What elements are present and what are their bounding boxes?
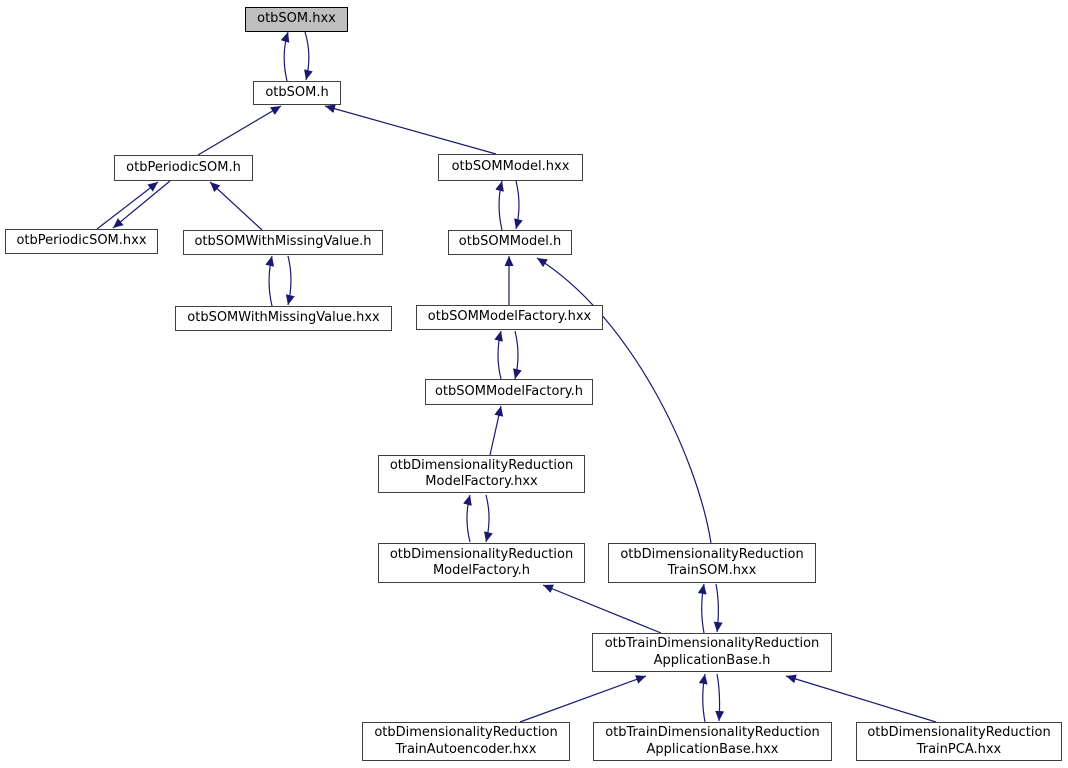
edge-appbaseh-trainsomhxx-down: [713, 583, 723, 633]
edge-appbasehxx-appbaseh-up: [698, 673, 708, 723]
node-otbSOMWithMissingValue-hxx[interactable]: otbSOMWithMissingValue.hxx: [175, 306, 392, 331]
edge-periodicsomhxx-periodicsomh-up: [96, 181, 159, 230]
edge-sommodelhxx-somh: [324, 104, 497, 155]
edge-sommodelh-sommodelhxx-up: [495, 180, 504, 231]
edge-sommodelh-sommodelhxx-down: [514, 180, 523, 230]
edge-trainautoencoderhxx-appbaseh: [519, 675, 647, 723]
edge-drmfh-drmfhxx-down: [484, 494, 493, 543]
edge-somwmvhxx-somwmvh-down: [285, 255, 295, 306]
edge-trainsomhxx-sommodelh: [536, 257, 712, 544]
node-otbSOMWithMissingValue-h[interactable]: otbSOMWithMissingValue.h: [183, 230, 383, 255]
node-otbSOM-hxx[interactable]: otbSOM.hxx: [245, 7, 348, 32]
edge-appbaseh-drmfh: [542, 584, 662, 634]
node-otbPeriodicSOM-hxx[interactable]: otbPeriodicSOM.hxx: [5, 229, 158, 254]
edge-somfactoryh-somfactoryhxx-down: [513, 330, 522, 380]
edge-somwmvhxx-somwmvh-up: [265, 255, 275, 307]
node-otbTrainDimensionalityReductionApplicationBase-hxx[interactable]: otbTrainDimensionalityReduction Applicat…: [593, 722, 832, 761]
node-otbSOMModel-hxx[interactable]: otbSOMModel.hxx: [438, 154, 583, 181]
edge-periodicsomhxx-periodicsomh-down: [112, 180, 171, 229]
edge-appbasehxx-appbaseh-down: [715, 673, 725, 722]
edge-somh-somhxx-down: [304, 31, 313, 81]
edge-drmfh-drmfhxx-up: [463, 494, 472, 543]
node-otbDimensionalityReductionTrainSOM-hxx[interactable]: otbDimensionalityReduction TrainSOM.hxx: [608, 543, 816, 583]
node-otbTrainDimensionalityReductionApplicationBase-h[interactable]: otbTrainDimensionalityReduction Applicat…: [592, 633, 832, 672]
node-otbSOMModelFactory-hxx[interactable]: otbSOMModelFactory.hxx: [416, 305, 603, 330]
node-otbSOM-h[interactable]: otbSOM.h: [253, 81, 341, 105]
node-otbDimensionalityReductionTrainAutoencoder-hxx[interactable]: otbDimensionalityReduction TrainAutoenco…: [362, 722, 570, 761]
edge-appbaseh-trainsomhxx-up: [697, 583, 707, 634]
edge-periodicsomh-somh: [197, 105, 282, 156]
node-otbSOMModelFactory-h[interactable]: otbSOMModelFactory.h: [425, 379, 593, 405]
edge-drmfhxx-somfactoryh: [489, 405, 504, 456]
node-otbDimensionalityReductionTrainPCA-hxx[interactable]: otbDimensionalityReduction TrainPCA.hxx: [856, 722, 1062, 761]
node-otbDimensionalityReductionModelFactory-hxx[interactable]: otbDimensionalityReduction ModelFactory.…: [378, 455, 585, 493]
edge-somh-somhxx-up: [280, 31, 290, 82]
node-otbDimensionalityReductionModelFactory-h[interactable]: otbDimensionalityReduction ModelFactory.…: [378, 543, 585, 583]
node-otbSOMModel-h[interactable]: otbSOMModel.h: [448, 230, 572, 255]
edge-somfactoryh-somfactoryhxx-up: [494, 330, 503, 380]
edge-somwmvh-periodicsomh: [209, 181, 263, 231]
edge-trainpcahxx-appbaseh: [785, 674, 937, 723]
node-otbPeriodicSOM-h[interactable]: otbPeriodicSOM.h: [114, 155, 253, 181]
